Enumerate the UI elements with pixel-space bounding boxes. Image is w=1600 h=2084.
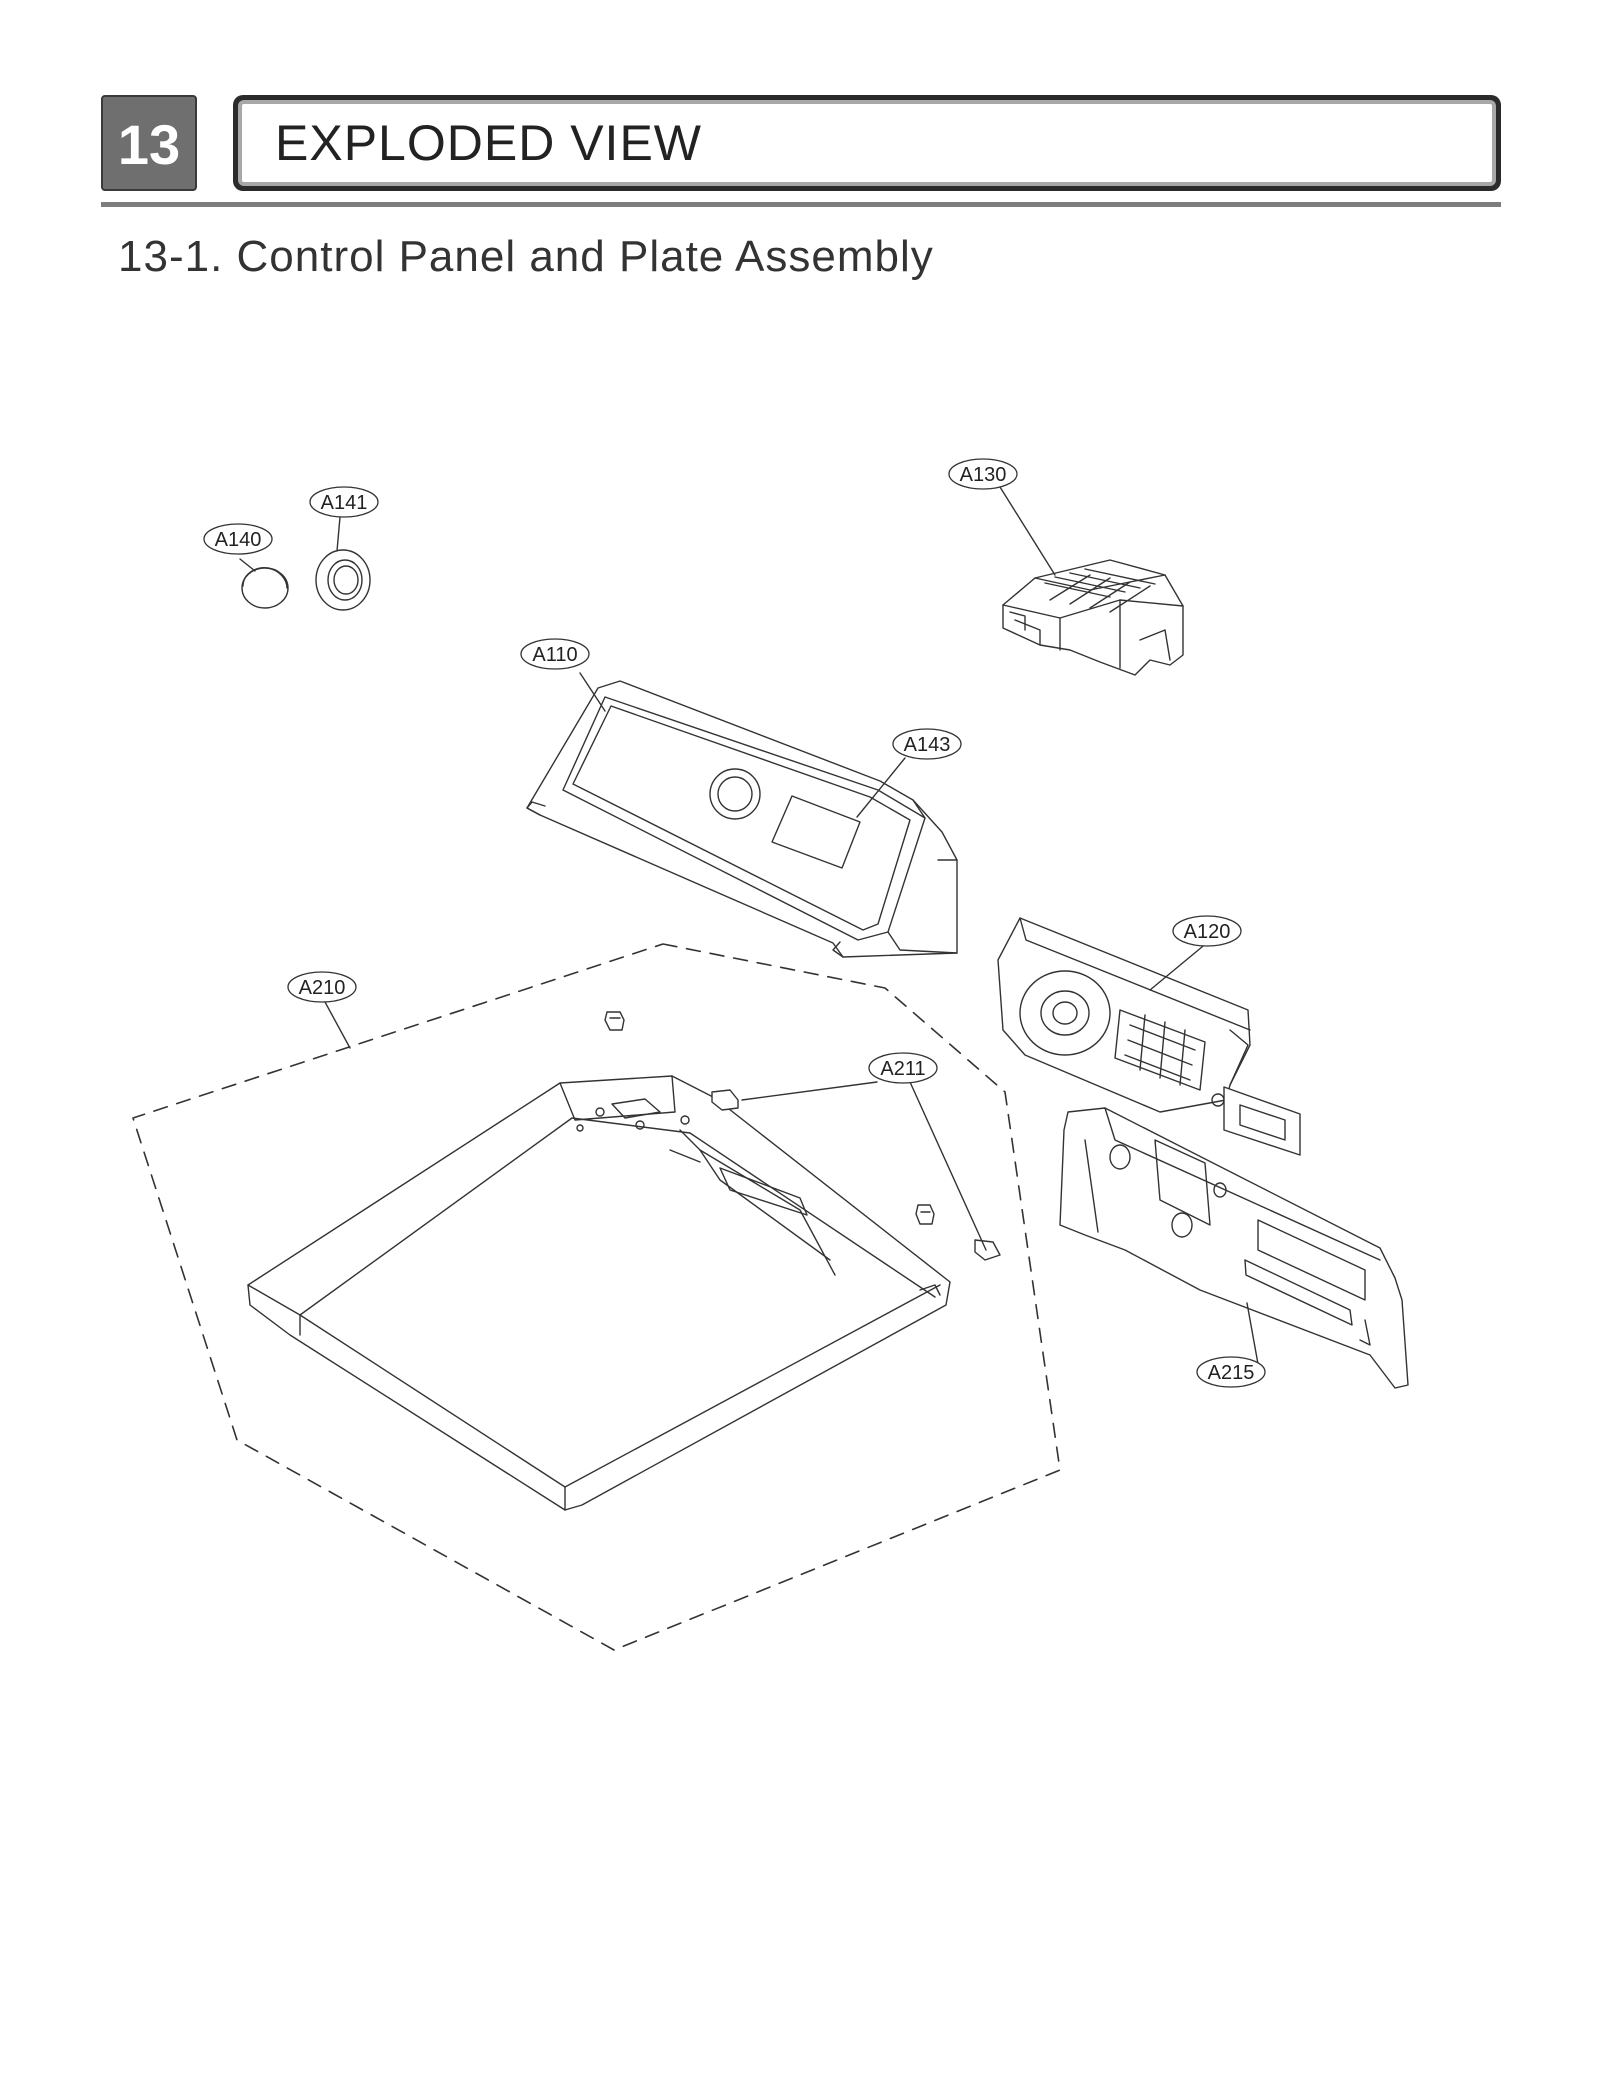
callout-a215-text: A215 — [1208, 1362, 1255, 1384]
callout-a211-text: A211 — [880, 1058, 925, 1080]
leader-lines — [239, 486, 1261, 1376]
callout-a215: A215 — [1196, 1356, 1266, 1388]
callout-a140-text: A140 — [215, 529, 262, 551]
section-number-badge: 13 — [101, 95, 197, 191]
part-small-bracket — [1223, 1086, 1301, 1156]
a210-group-boundary — [132, 943, 1061, 1651]
callout-a110: A110 — [520, 638, 590, 670]
header-divider — [101, 202, 1501, 207]
callout-a130: A130 — [948, 458, 1018, 490]
callout-a143-text: A143 — [904, 734, 951, 756]
callout-a210-text: A210 — [299, 977, 346, 999]
callout-a141: A141 — [309, 486, 379, 518]
callout-a140: A140 — [203, 523, 273, 555]
callout-a120-text: A120 — [1184, 921, 1231, 943]
part-a210-top-plate — [247, 1075, 951, 1511]
part-a130-module — [1002, 559, 1184, 676]
callout-a143: A143 — [892, 728, 962, 760]
part-a140-knob — [241, 567, 289, 609]
part-screws — [604, 1011, 935, 1225]
section-subtitle: 13-1. Control Panel and Plate Assembly — [118, 232, 934, 281]
part-a215-rear-panel — [1059, 1107, 1409, 1389]
part-a120-control-board — [997, 917, 1251, 1113]
title-frame: EXPLODED VIEW — [233, 95, 1501, 191]
page-title: EXPLODED VIEW — [275, 115, 702, 171]
callout-a130-text: A130 — [960, 464, 1007, 486]
callout-a120: A120 — [1172, 915, 1242, 947]
part-a110-control-panel — [526, 680, 958, 958]
title-inner: EXPLODED VIEW — [238, 100, 1496, 186]
callout-a211: A211 — [868, 1052, 938, 1084]
callout-a141-text: A141 — [321, 492, 368, 514]
part-a211-clips — [711, 1089, 1001, 1261]
callout-a110-text: A110 — [532, 644, 577, 666]
callout-a210: A210 — [287, 971, 357, 1003]
part-a141-ring — [315, 549, 371, 611]
